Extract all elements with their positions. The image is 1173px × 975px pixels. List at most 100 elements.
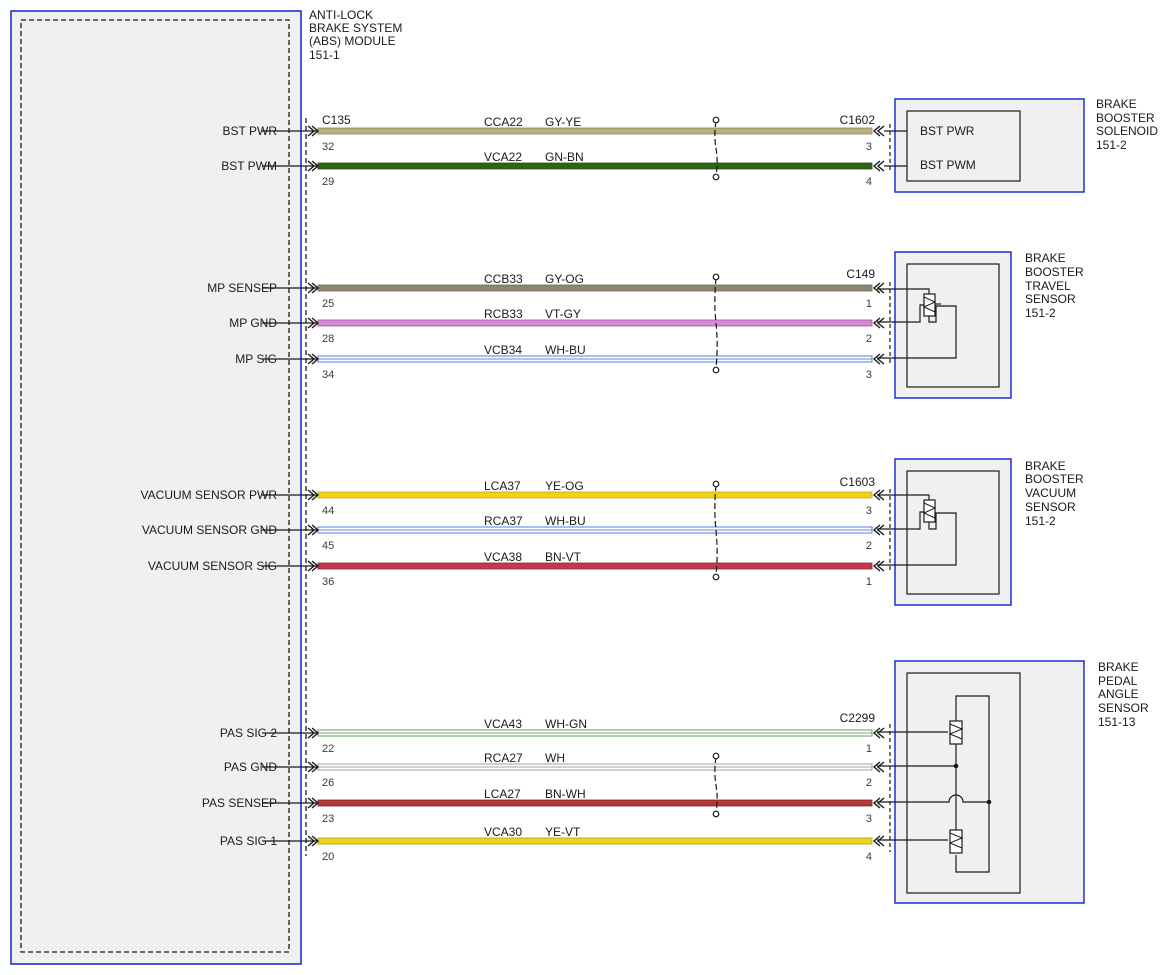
abs-module: ANTI-LOCK BRAKE SYSTEM (ABS) MODULE 151-… xyxy=(10,8,402,965)
connector-solenoid: C1602 xyxy=(840,113,876,127)
connector-travel: C149 xyxy=(846,267,875,281)
solenoid-title-2: BOOSTER xyxy=(1096,111,1155,125)
abs-pin-number: 22 xyxy=(322,743,334,755)
wire-body xyxy=(317,491,873,499)
pedal-dual-sensor-icon xyxy=(877,695,992,873)
comp-pin-arrow-2 xyxy=(876,524,885,536)
abs-pin-label: VACUUM SENSOR PWR xyxy=(141,488,278,502)
abs-pin-arrow xyxy=(311,797,320,809)
wire-color-code: BN-VT xyxy=(545,550,582,564)
comp-pin-number: 3 xyxy=(866,505,872,517)
abs-pin-arrow-2 xyxy=(307,160,316,172)
comp-pin-number: 3 xyxy=(866,369,872,381)
circuit-id: VCA38 xyxy=(484,550,522,564)
solenoid-title-4: 151-2 xyxy=(1096,138,1127,152)
circuit-id: CCB33 xyxy=(484,272,523,286)
abs-pin-arrow-2 xyxy=(307,727,316,739)
comp-pin-number: 4 xyxy=(866,176,872,188)
brake-booster-vacuum-sensor xyxy=(877,458,1012,606)
wire-color-code: GY-YE xyxy=(545,115,581,129)
brake-pedal-angle-sensor xyxy=(877,660,1085,904)
comp-pin-arrow xyxy=(872,317,881,329)
travel-title-2: BOOSTER xyxy=(1025,265,1084,279)
abs-pin-number: 29 xyxy=(322,176,334,188)
twist-end xyxy=(712,810,720,818)
brake-booster-travel-sensor xyxy=(877,251,1012,399)
twist-line xyxy=(714,756,718,814)
abs-pin-arrow xyxy=(311,761,320,773)
comp-pin-number: 1 xyxy=(866,576,872,588)
comp-pin-arrow xyxy=(872,727,881,739)
solenoid-title: BRAKE BOOSTER SOLENOID 151-2 xyxy=(1096,97,1158,152)
abs-pin-arrow xyxy=(311,560,320,572)
wire-body xyxy=(317,837,873,845)
twist-end xyxy=(712,573,720,581)
pedal-title-4: SENSOR xyxy=(1098,701,1149,715)
comp-pin-number: 4 xyxy=(866,851,872,863)
abs-pin-arrow-2 xyxy=(307,353,316,365)
wire-color-code: BN-WH xyxy=(545,787,586,801)
twisted-pair-markers xyxy=(712,116,720,818)
abs-pin-number: 44 xyxy=(322,505,334,517)
wire-color-code: YE-OG xyxy=(545,479,584,493)
twist-marker xyxy=(712,480,720,581)
travel-title-3: TRAVEL xyxy=(1025,279,1071,293)
wire-body xyxy=(317,562,873,570)
comp-pin-arrow-2 xyxy=(876,489,885,501)
circuit-id: VCB34 xyxy=(484,343,522,357)
circuit-id: RCB33 xyxy=(484,307,523,321)
vacuum-title-5: 151-2 xyxy=(1025,514,1056,528)
travel-title-4: SENSOR xyxy=(1025,292,1076,306)
abs-pin-label: VACUUM SENSOR GND xyxy=(142,523,277,537)
abs-pin-number: 45 xyxy=(322,540,334,552)
brake-booster-solenoid: BST PWR BST PWM xyxy=(889,98,1085,193)
abs-pin-arrow xyxy=(311,282,320,294)
comp-pin-number: 1 xyxy=(866,298,872,310)
wire-color-code: GN-BN xyxy=(545,150,584,164)
abs-title-line-4: 151-1 xyxy=(309,48,340,62)
abs-pin-arrow xyxy=(311,727,320,739)
pedal-title-5: 151-13 xyxy=(1098,715,1136,729)
abs-pin-arrow-2 xyxy=(307,761,316,773)
abs-pin-arrow xyxy=(311,125,320,137)
abs-pin-arrow xyxy=(311,353,320,365)
comp-pin-arrow-2 xyxy=(876,560,885,572)
abs-pin-arrow-2 xyxy=(307,560,316,572)
comp-pin-number: 3 xyxy=(866,141,872,153)
twist-marker xyxy=(712,752,720,818)
abs-pin-number: 23 xyxy=(322,813,334,825)
abs-pin-label: BST PWM xyxy=(221,159,277,173)
comp-pin-arrow-2 xyxy=(876,353,885,365)
comp-pin-number: 2 xyxy=(866,333,872,345)
comp-pin-arrow-2 xyxy=(876,761,885,773)
twist-end xyxy=(712,273,720,281)
twist-line xyxy=(714,277,718,370)
pedal-inner-box xyxy=(906,672,1021,894)
abs-pin-number: 36 xyxy=(322,576,334,588)
wire-color-code: WH xyxy=(545,751,565,765)
comp-pin-arrow xyxy=(872,560,881,572)
comp-pin-arrow-2 xyxy=(876,797,885,809)
comp-pin-arrow-2 xyxy=(876,282,885,294)
abs-pin-label: MP SIG xyxy=(235,352,277,366)
twist-line xyxy=(714,484,718,577)
comp-pin-number: 2 xyxy=(866,777,872,789)
comp-pin-arrow-2 xyxy=(876,317,885,329)
solenoid-inner-box xyxy=(906,110,1021,182)
comp-pin-number: 3 xyxy=(866,813,872,825)
abs-pin-arrow xyxy=(311,835,320,847)
twist-end xyxy=(712,366,720,374)
travel-potentiometer-icon xyxy=(877,288,957,359)
circuit-id: VCA30 xyxy=(484,825,522,839)
abs-pin-label: BST PWR xyxy=(223,124,278,138)
abs-pin-arrow-2 xyxy=(307,282,316,294)
wire-body xyxy=(317,284,873,292)
abs-pin-arrow xyxy=(311,160,320,172)
comp-pin-arrow xyxy=(872,160,881,172)
abs-pin-number: 34 xyxy=(322,369,334,381)
comp-pin-arrow xyxy=(872,353,881,365)
